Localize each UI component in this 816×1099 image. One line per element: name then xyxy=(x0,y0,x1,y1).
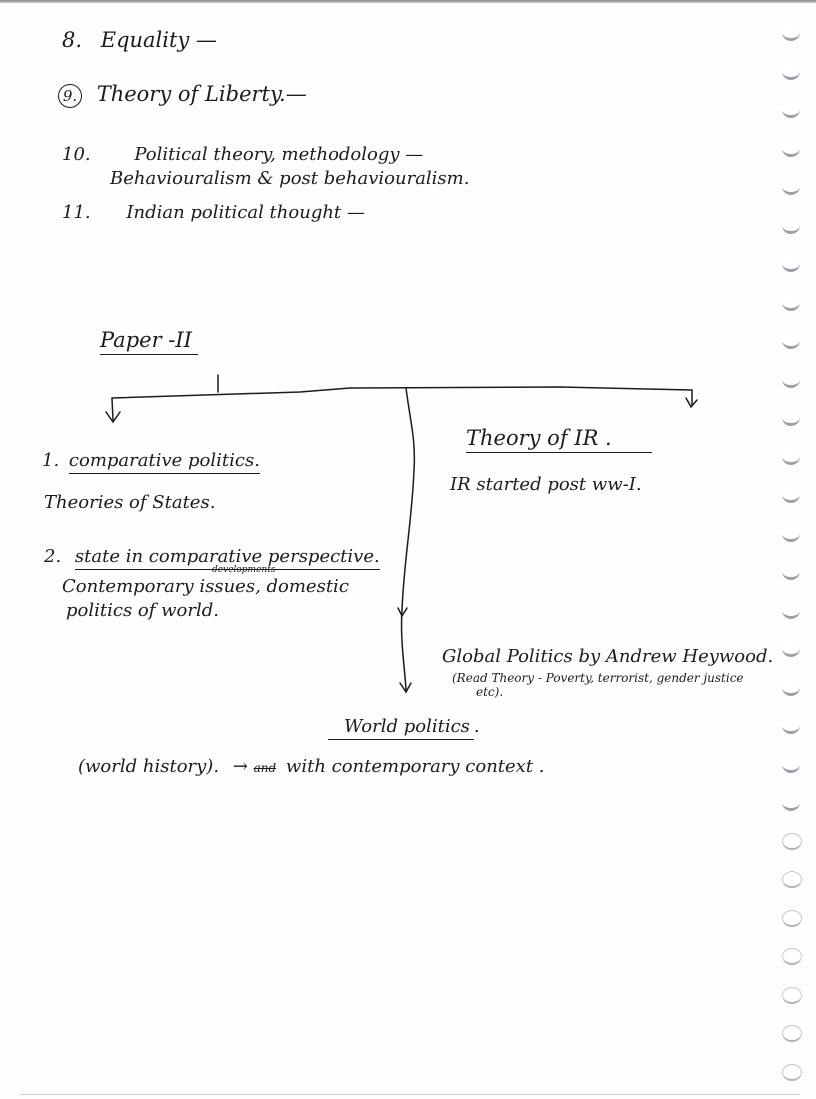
right-arrow-icon: → xyxy=(232,756,248,777)
list-text: Theory of Liberty.— xyxy=(96,82,307,106)
circled-number: 9. xyxy=(58,84,82,108)
binding-hole xyxy=(782,678,800,696)
binding-hole xyxy=(782,447,800,465)
binding-hole xyxy=(782,216,800,234)
list-item-10: 10. Political theory, methodology — xyxy=(62,146,423,164)
binding-hole xyxy=(782,409,800,426)
binding-hole xyxy=(782,1063,802,1081)
binding-hole xyxy=(782,62,800,80)
page-bottom-edge xyxy=(20,1094,800,1095)
binding-hole xyxy=(782,332,800,349)
list-item-9: 9. Theory of Liberty.— xyxy=(58,84,307,108)
global-politics-reference: Global Politics by Andrew Heywood. xyxy=(442,646,774,667)
struck-word: and xyxy=(253,761,277,775)
binding-hole xyxy=(782,871,802,888)
list-text: Political theory, methodology — xyxy=(134,144,424,165)
binding-hole xyxy=(782,717,800,734)
binding-hole xyxy=(782,601,800,619)
binding-hole xyxy=(782,948,802,965)
contemporary-context-text: with contemporary context . xyxy=(285,756,545,777)
list-item-8: 8. Equality — xyxy=(62,30,217,51)
list-item-11: 11. Indian political thought — xyxy=(62,204,365,222)
binding-hole xyxy=(782,101,800,118)
state-comparative-heading: 2. state in comparative perspective. xyxy=(44,546,380,570)
binding-hole xyxy=(782,255,800,272)
binding-hole xyxy=(782,139,800,157)
diagram-heading: Paper -II xyxy=(100,328,198,355)
list-text: Indian political thought — xyxy=(126,202,365,223)
list-number: 10. xyxy=(62,144,91,165)
theory-of-ir-heading: Theory of IR . xyxy=(466,426,652,453)
binding-hole xyxy=(782,524,800,542)
read-theory-note-etc: etc). xyxy=(476,685,504,699)
binding-hole xyxy=(782,986,802,1004)
binding-hole xyxy=(782,178,800,195)
binding-hole xyxy=(782,794,800,811)
contemporary-issues-line: Contemporary issues, domestic xyxy=(62,576,349,597)
binding-hole xyxy=(782,486,800,503)
list-text: Equality — xyxy=(100,28,217,52)
read-theory-note: (Read Theory - Poverty, terrorist, gende… xyxy=(452,671,744,685)
list-item-10-continuation: Behaviouralism & post behaviouralism. xyxy=(110,168,470,189)
binding-hole xyxy=(782,755,800,773)
world-history-line: (world history). → and with contemporary… xyxy=(78,758,545,776)
binding-hole xyxy=(782,909,802,927)
list-number: 11. xyxy=(62,202,91,223)
politics-of-world-line: politics of world. xyxy=(66,600,219,621)
theories-of-states-note: Theories of States. xyxy=(44,492,216,513)
comparative-politics-heading: 1. comparative politics. xyxy=(42,450,260,474)
world-history-text: (world history). xyxy=(78,756,220,777)
list-number: 8. xyxy=(62,28,83,52)
ir-started-note: IR started post ww-I. xyxy=(450,474,642,495)
binding-hole xyxy=(782,1025,802,1042)
binding-hole xyxy=(782,370,800,388)
developments-insert: developments xyxy=(212,565,276,575)
world-politics-heading: World politics. xyxy=(328,716,480,740)
binding-hole xyxy=(782,563,800,580)
binding-hole xyxy=(782,832,802,850)
binding-hole xyxy=(782,293,800,311)
binding-hole xyxy=(782,640,800,657)
binding-hole xyxy=(782,24,800,41)
page-top-edge xyxy=(0,0,816,3)
